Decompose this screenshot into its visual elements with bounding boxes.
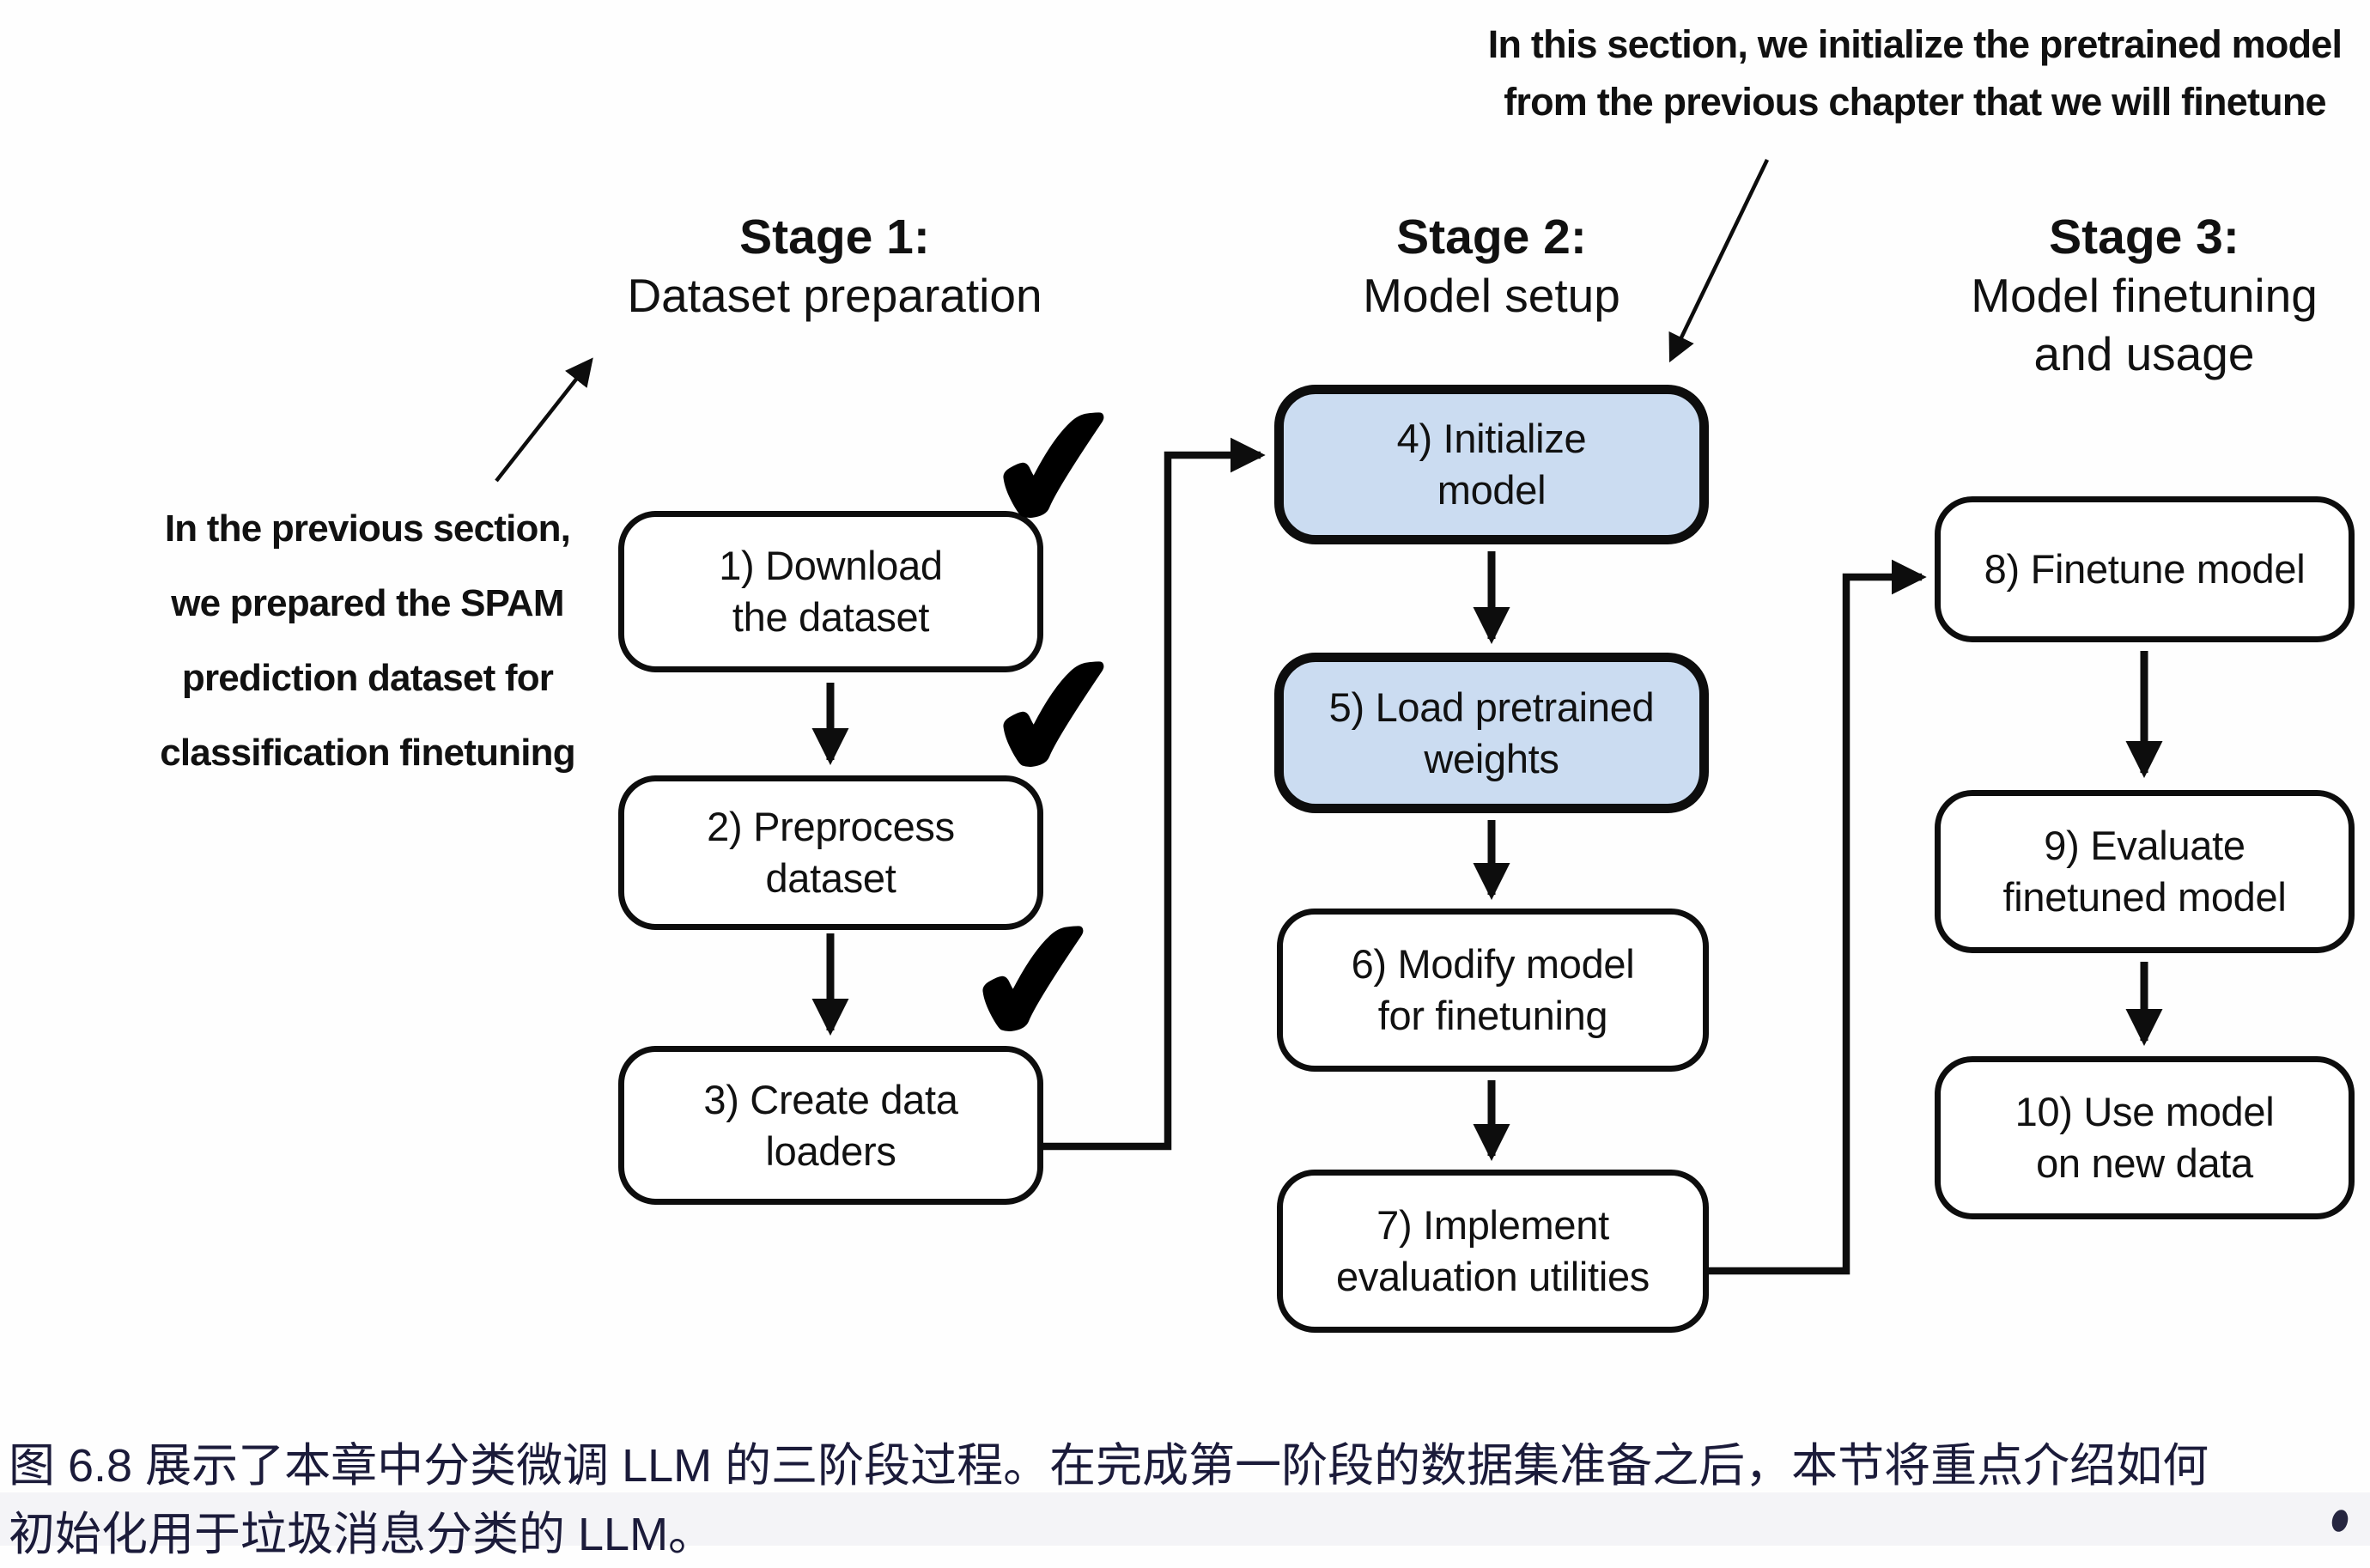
connector-box3-box4	[1043, 437, 1266, 1151]
flow-box-1-download-dataset: 1) Download the dataset	[618, 511, 1043, 672]
left-annotation-line-2: we prepared the SPAM	[171, 582, 564, 624]
stage-1-subtitle: Dataset preparation	[627, 269, 1042, 322]
connector-box7-box8	[1709, 559, 1927, 1275]
flow-box-3-create-data-loaders: 3) Create data loaders	[618, 1046, 1043, 1205]
flow-box-5-load-pretrained-weights: 5) Load pretrained weights	[1274, 653, 1709, 813]
stage-2-header: Stage 2: Model setup	[1195, 208, 1788, 325]
stage-1-title: Stage 1:	[739, 210, 930, 264]
flow-box-9-evaluate-finetuned-model: 9) Evaluate finetuned model	[1935, 790, 2355, 953]
stage-3-title: Stage 3:	[2049, 210, 2239, 264]
stage-3-subtitle-2: and usage	[2033, 327, 2255, 380]
stage-3-subtitle: Model finetuning	[1971, 269, 2318, 322]
left-annotation: In the previous section, we prepared the…	[127, 491, 608, 790]
top-annotation: In this section, we initialize the pretr…	[1460, 15, 2370, 131]
stage-2-subtitle: Model setup	[1363, 269, 1620, 322]
flow-box-6-modify-model: 6) Modify model for finetuning	[1277, 909, 1709, 1072]
caption-line-1: 图 6.8 展示了本章中分类微调 LLM 的三阶段过程。在完成第一阶段的数据集准…	[9, 1440, 2209, 1492]
check-icon-box1: ✔	[972, 361, 1141, 577]
flow-box-8-finetune-model: 8) Finetune model	[1935, 496, 2355, 642]
top-annotation-line-1: In this section, we initialize the pretr…	[1487, 22, 2343, 66]
caption-background-strip	[0, 1492, 2370, 1546]
flow-box-4-initialize-model: 4) Initialize model	[1274, 385, 1709, 544]
check-icon-box2: ✔	[972, 610, 1141, 826]
flow-box-7-implement-evaluation-utilities: 7) Implement evaluation utilities	[1277, 1170, 1709, 1333]
caption-line-2: 初始化用于垃圾消息分类的 LLM。	[9, 1509, 715, 1560]
flow-box-10-use-model-new-data: 10) Use model on new data	[1935, 1056, 2355, 1219]
top-annotation-line-2: from the previous chapter that we will f…	[1504, 80, 2326, 124]
stage-1-header: Stage 1: Dataset preparation	[538, 208, 1131, 325]
left-annotation-line-1: In the previous section,	[164, 507, 571, 550]
left-annotation-line-4: classification finetuning	[160, 732, 575, 774]
top-annotation-arrow	[1668, 159, 1770, 363]
left-annotation-line-3: prediction dataset for	[181, 657, 554, 699]
check-icon-box3: ✔	[951, 874, 1121, 1091]
flow-box-2-preprocess-dataset: 2) Preprocess dataset	[618, 775, 1043, 930]
stage-2-title: Stage 2:	[1396, 210, 1587, 264]
left-annotation-arrow	[495, 357, 593, 483]
stage-3-header: Stage 3: Model finetuning and usage	[1848, 208, 2370, 383]
